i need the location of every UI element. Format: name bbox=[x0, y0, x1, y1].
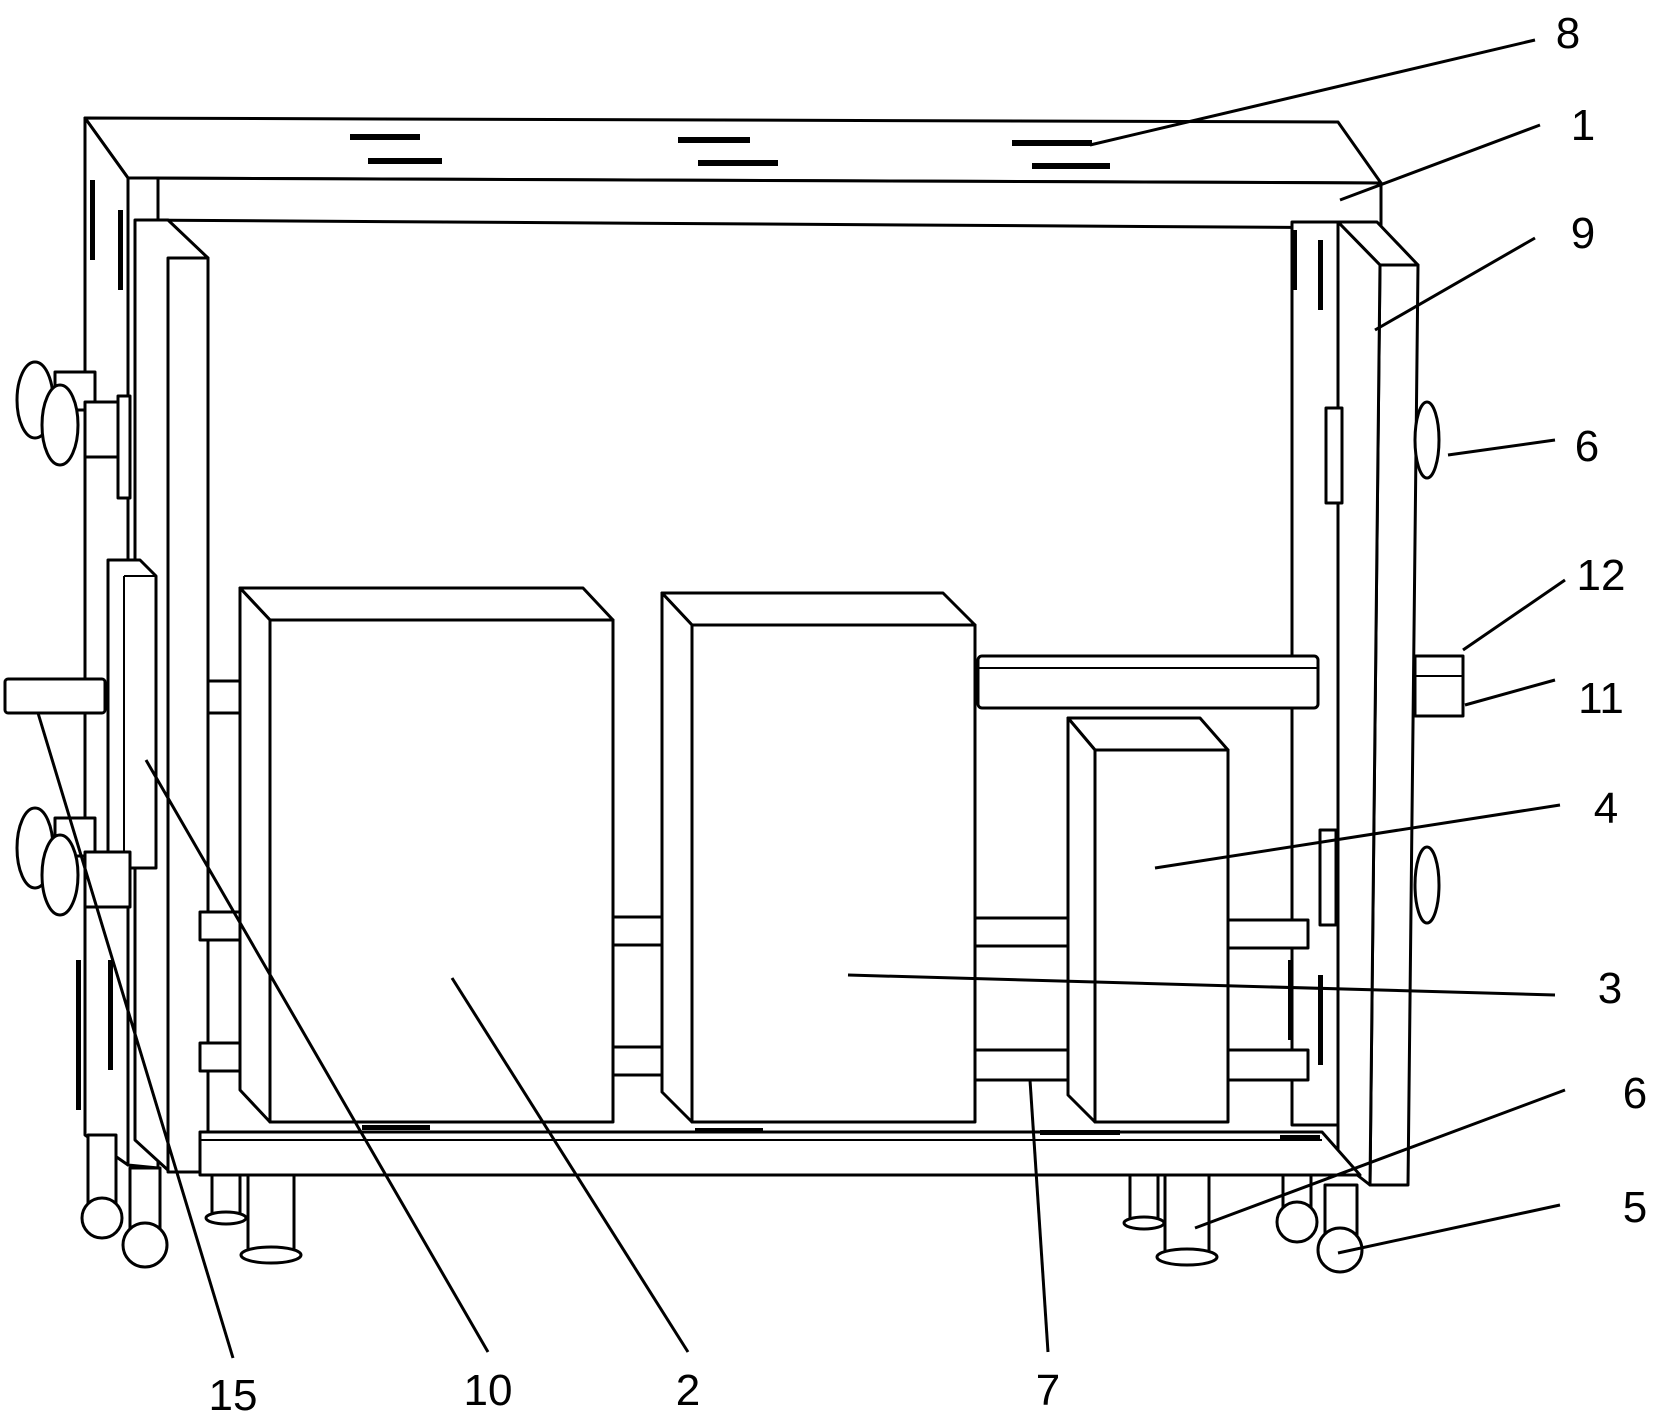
callout-6-upper: 6 bbox=[1575, 422, 1599, 471]
callout-2: 2 bbox=[676, 1366, 700, 1415]
clamp-plate bbox=[106, 558, 158, 870]
callout-5: 5 bbox=[1623, 1183, 1647, 1232]
callout-1: 1 bbox=[1571, 101, 1595, 150]
callout-8: 8 bbox=[1556, 9, 1580, 58]
leader-lines bbox=[36, 38, 1566, 1359]
callout-9: 9 bbox=[1571, 209, 1595, 258]
legs-and-casters bbox=[80, 1133, 1364, 1274]
callout-12: 12 bbox=[1577, 551, 1626, 600]
top-frame-beam bbox=[83, 116, 1383, 230]
callout-11: 11 bbox=[1578, 674, 1624, 723]
callout-6-lower: 6 bbox=[1623, 1069, 1647, 1118]
right-knobs bbox=[1413, 400, 1441, 925]
callout-3: 3 bbox=[1598, 964, 1622, 1013]
screw-hole-marks bbox=[350, 134, 1110, 169]
callout-15: 15 bbox=[209, 1371, 258, 1420]
callout-10: 10 bbox=[464, 1366, 513, 1415]
callout-7: 7 bbox=[1036, 1366, 1060, 1415]
box-2 bbox=[238, 586, 615, 1124]
right-rod bbox=[976, 654, 1465, 718]
callout-numbers: 8 1 9 6 12 11 4 3 6 5 15 10 2 7 bbox=[209, 9, 1648, 1420]
box-3 bbox=[660, 591, 977, 1124]
box-4 bbox=[1066, 716, 1230, 1124]
right-column bbox=[1318, 220, 1420, 1187]
bottom-base bbox=[198, 1125, 1362, 1177]
callout-4: 4 bbox=[1594, 784, 1618, 833]
